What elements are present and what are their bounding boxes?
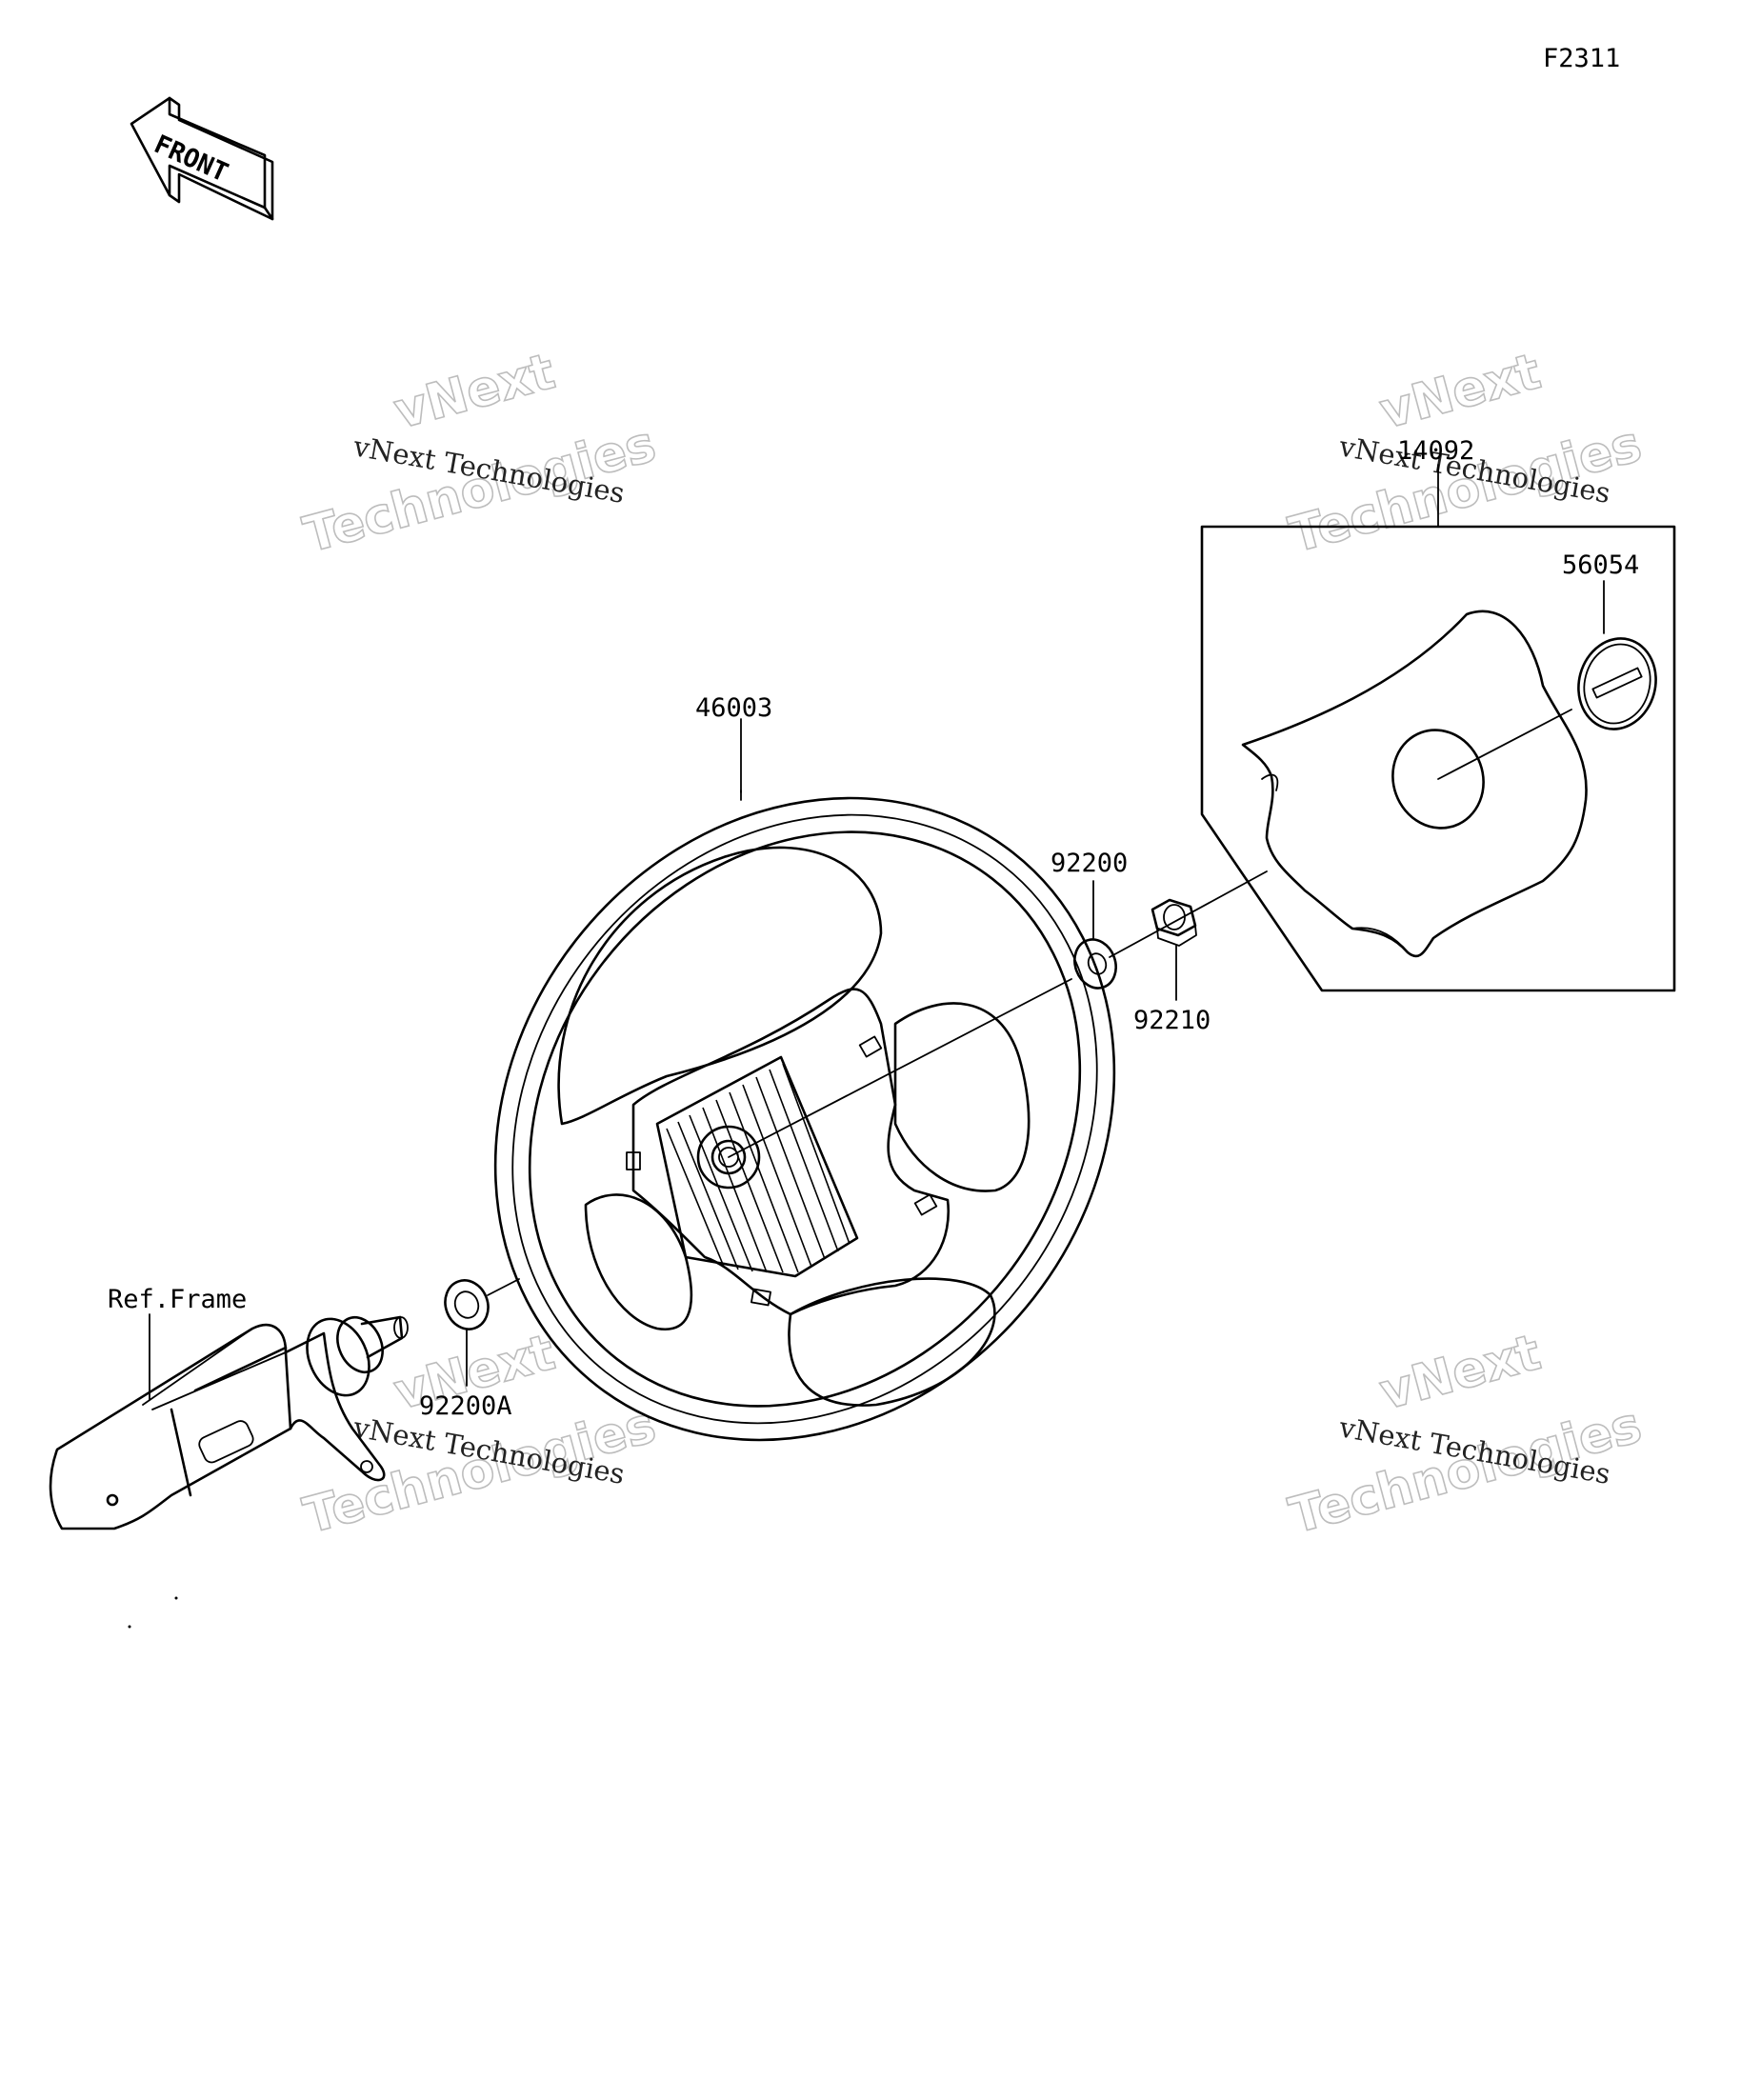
axis-line-nut [1109, 870, 1268, 958]
leader-emblem-axis [1437, 709, 1572, 780]
steering-wheel [493, 796, 1116, 1442]
steering-column-frame [49, 1315, 409, 1530]
svg-text:vNext: vNext [389, 343, 561, 440]
figure-code: F2311 [1543, 44, 1620, 73]
watermark-top-left: vNext Technologies vNext Technologies [297, 343, 662, 566]
frame-reference-label: Ref.Frame [108, 1285, 247, 1314]
part-label-56054: 56054 [1562, 550, 1639, 580]
watermark-bottom-left: vNext Technologies vNext Technologies [297, 1324, 662, 1547]
horn-pad-assembly-box [1200, 525, 1676, 992]
washer-92200a [444, 1279, 490, 1330]
part-label-46003: 46003 [695, 693, 772, 723]
hub-ribs [666, 1063, 850, 1273]
svg-text:vNext: vNext [1374, 343, 1547, 440]
washer-92200 [1073, 938, 1117, 990]
part-label-92210: 92210 [1133, 1006, 1211, 1035]
nut-92210 [1151, 898, 1197, 947]
axis-line-hub [728, 978, 1072, 1158]
emblem-56054 [1577, 637, 1657, 730]
horn-pad-cover [1241, 610, 1588, 958]
part-label-14092: 14092 [1397, 436, 1474, 466]
svg-text:vNext: vNext [1374, 1324, 1547, 1421]
part-label-92200a: 92200A [419, 1391, 512, 1421]
front-arrow-icon: FRONT [130, 96, 274, 221]
watermark-bottom-right: vNext Technologies vNext Technologies [1283, 1324, 1648, 1547]
part-label-92200: 92200 [1051, 849, 1128, 878]
